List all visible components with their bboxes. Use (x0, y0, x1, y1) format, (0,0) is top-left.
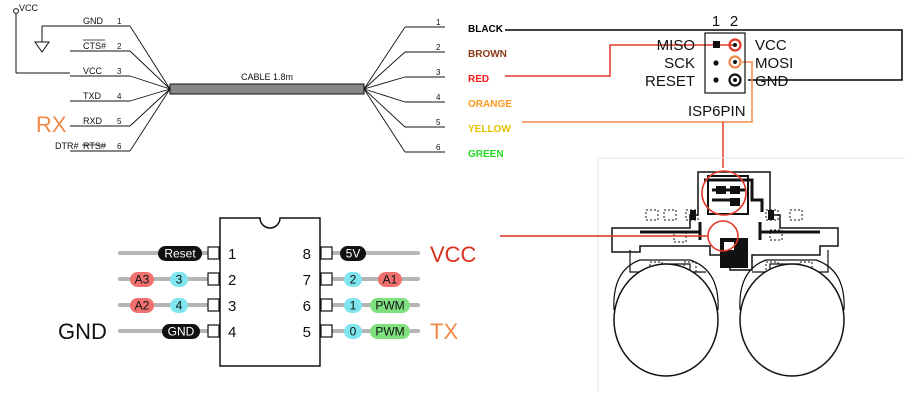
pin-6-labels: 1 PWM (344, 298, 410, 313)
yellow-wire (522, 61, 753, 123)
pcb-layout (597, 157, 905, 392)
wire-label-green: GREEN (468, 149, 504, 160)
chip-vcc-label: VCC (430, 242, 477, 267)
wire-label-orange: ORANGE (468, 99, 512, 110)
wire-label-brown: BROWN (468, 49, 507, 60)
chip-gnd-label: GND (58, 319, 107, 344)
pill-a1: A1 (383, 273, 398, 287)
chip-pin-num: 7 (303, 272, 311, 289)
cable-end-num: 5 (436, 118, 441, 127)
cable-end-num: 3 (436, 68, 441, 77)
ftdi-cable-diagram: VCC GND 1 CTS# 2 VCC 3 TXD 4 (13, 3, 445, 153)
ftdi-pin-4: TXD 4 (70, 91, 130, 102)
pill-pwm: PWM (375, 325, 404, 339)
isp-label-gnd: GND (755, 73, 789, 90)
ftdi-pin-3: VCC 3 (70, 66, 130, 77)
pin-3-labels: A2 4 (130, 298, 188, 313)
pin-1-labels: Reset (158, 246, 202, 261)
ftdi-vcc-label: VCC (19, 3, 39, 13)
ftdi-pin-name: VCC (83, 66, 103, 76)
battery-pad-left (613, 263, 719, 377)
pill-4: 4 (176, 299, 183, 313)
cable-end-num: 1 (436, 18, 441, 27)
pill-1: 1 (350, 299, 357, 313)
cable-body (169, 83, 365, 95)
chip-pin-num: 3 (228, 298, 236, 315)
chip-body (219, 217, 321, 367)
ftdi-pin-6: RTS# 6 (70, 141, 130, 152)
pin-8-labels: 5V (340, 246, 366, 261)
wire-color-legend: BLACK BROWN RED ORANGE YELLOW GREEN (468, 24, 512, 160)
ftdi-pin-name: RXD (83, 116, 103, 126)
ftdi-pin-name: RTS# (83, 141, 106, 151)
vcc-terminal (13, 8, 19, 14)
isp-col-2: 2 (730, 13, 738, 30)
ftdi-pin-name: CTS# (83, 41, 106, 51)
chip-pin-num: 8 (303, 246, 311, 263)
isp6pin-header: 1 2 MISO SCK RESET VCC MOSI GND ISP6PIN (505, 13, 903, 168)
chip-tx-label: TX (430, 319, 458, 344)
ftdi-pin-num: 4 (117, 92, 122, 101)
isp-label-reset: RESET (645, 73, 695, 90)
pill-0: 0 (350, 325, 357, 339)
isp-name: ISP6PIN (688, 103, 746, 120)
ftdi-pin-name: GND (83, 16, 104, 26)
highlight-circle-isp (701, 170, 747, 216)
battery-pad-right (739, 263, 845, 377)
pill-gnd: GND (168, 325, 195, 339)
black-wire (505, 29, 903, 81)
ftdi-pin-num: 2 (117, 42, 122, 51)
pill-3: 3 (176, 273, 183, 287)
pin-2-labels: A3 3 (130, 272, 188, 287)
chip-pin-num: 2 (228, 272, 236, 289)
chip-pin-num: 4 (228, 324, 236, 341)
cable-end-num: 4 (436, 93, 441, 102)
cable-end-num: 6 (436, 143, 441, 152)
pill-5v: 5V (346, 247, 361, 261)
isp-label-mosi: MOSI (755, 55, 793, 72)
ftdi-pin-1: GND 1 (70, 16, 130, 27)
isp-label-miso: MISO (657, 37, 695, 54)
ftdi-pin-num: 1 (117, 17, 122, 26)
ftdi-pin-2: CTS# 2 (70, 39, 130, 52)
ftdi-pin-num: 6 (117, 142, 122, 151)
isp-label-sck: SCK (664, 55, 695, 72)
attiny-chip: 1 2 3 4 8 7 6 5 Reset A3 3 A2 4 GND (58, 217, 477, 367)
isp-col-1: 1 (712, 13, 720, 30)
red-wire (505, 44, 735, 77)
pill-2: 2 (350, 273, 357, 287)
chip-pin-num: 1 (228, 246, 236, 263)
pill-a3: A3 (135, 273, 150, 287)
wire-label-red: RED (468, 74, 489, 85)
pin-5-labels: 0 PWM (344, 324, 410, 339)
isp-label-vcc: VCC (755, 37, 787, 54)
wire-label-yellow: YELLOW (468, 124, 511, 135)
pill-reset: Reset (164, 247, 196, 261)
ftdi-pin-num: 3 (117, 67, 122, 76)
ftdi-dtr-label: DTR# (55, 141, 79, 151)
cable-label: CABLE 1.8m (241, 72, 293, 82)
chip-pin-num: 5 (303, 324, 311, 341)
ftdi-pin-num: 5 (117, 117, 122, 126)
rx-label: RX (36, 112, 67, 137)
pill-a2: A2 (135, 299, 150, 313)
isp-pin1-square (713, 41, 720, 48)
cable-end-num: 2 (436, 43, 441, 52)
pill-pwm: PWM (375, 299, 404, 313)
pin-7-labels: 2 A1 (344, 272, 402, 287)
pin-4-labels: GND (162, 324, 200, 339)
isp-header-box (704, 32, 746, 94)
ground-symbol-icon (34, 41, 50, 53)
ftdi-pin-name: TXD (83, 91, 102, 101)
ftdi-pin-5: RXD 5 (70, 116, 130, 127)
wire-label-black: BLACK (468, 24, 504, 35)
chip-pin-num: 6 (303, 298, 311, 315)
